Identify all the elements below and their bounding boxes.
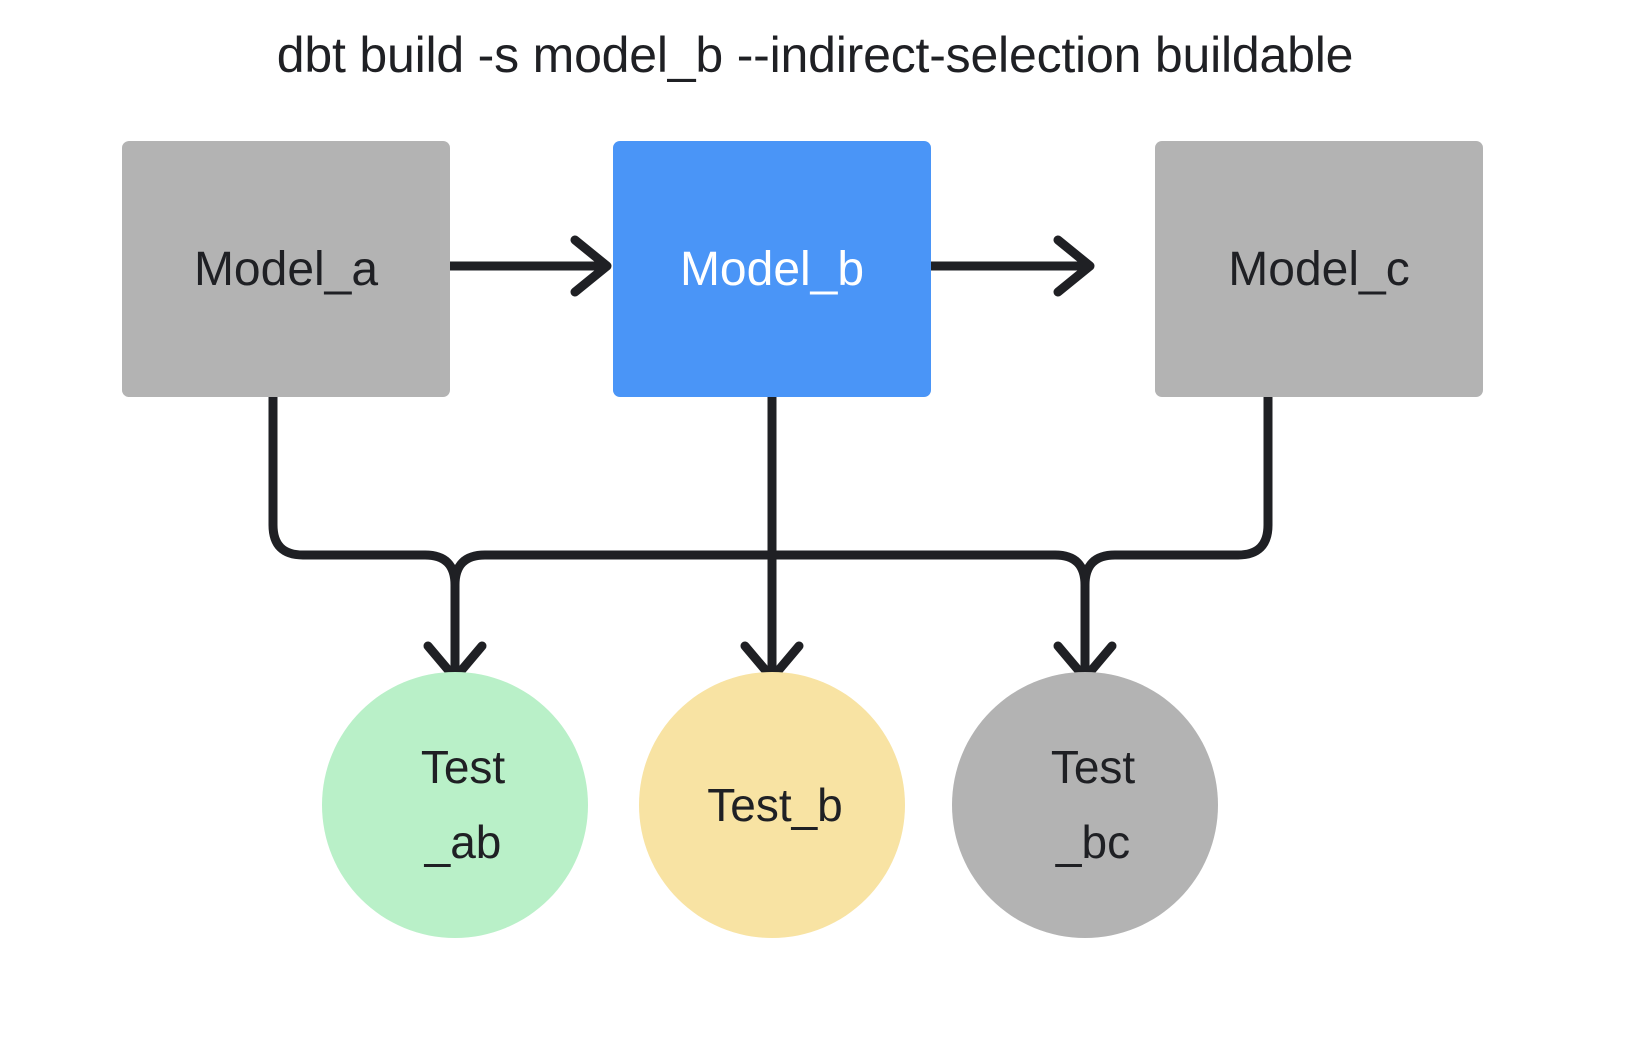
- node-model-c-label: Model_c: [1228, 242, 1410, 296]
- node-test-bc[interactable]: Test _bc: [952, 672, 1218, 938]
- node-test-bc-label-line2: _bc: [1055, 816, 1131, 868]
- edge-model-c-to-test-bc: [1080, 392, 1273, 590]
- node-test-ab-label-line1: Test: [420, 741, 506, 794]
- edge-model-b-to-test-bc: [767, 550, 1090, 695]
- arrowhead-model-c-in: [1053, 235, 1095, 297]
- node-model-a-label: Model_a: [193, 242, 379, 296]
- node-test-bc-label-line1: Test: [1050, 741, 1136, 794]
- node-model-b[interactable]: Model_b: [613, 141, 931, 397]
- edge-model-b-to-test-ab: [450, 392, 777, 590]
- node-test-ab-label-line2: _ab: [424, 816, 502, 868]
- node-test-b[interactable]: Test_b: [639, 672, 905, 938]
- edge-model-a-to-test-ab: [268, 392, 460, 695]
- node-test-b-label-line1: Test_b: [707, 778, 843, 831]
- arrowhead-model-b-in: [570, 235, 612, 297]
- node-model-b-label: Model_b: [679, 242, 865, 296]
- node-model-a[interactable]: Model_a: [122, 141, 450, 397]
- diagram-title: dbt build -s model_b --indirect-selectio…: [276, 27, 1354, 83]
- node-model-c[interactable]: Model_c: [1155, 141, 1483, 397]
- node-test-ab[interactable]: Test _ab: [322, 672, 588, 938]
